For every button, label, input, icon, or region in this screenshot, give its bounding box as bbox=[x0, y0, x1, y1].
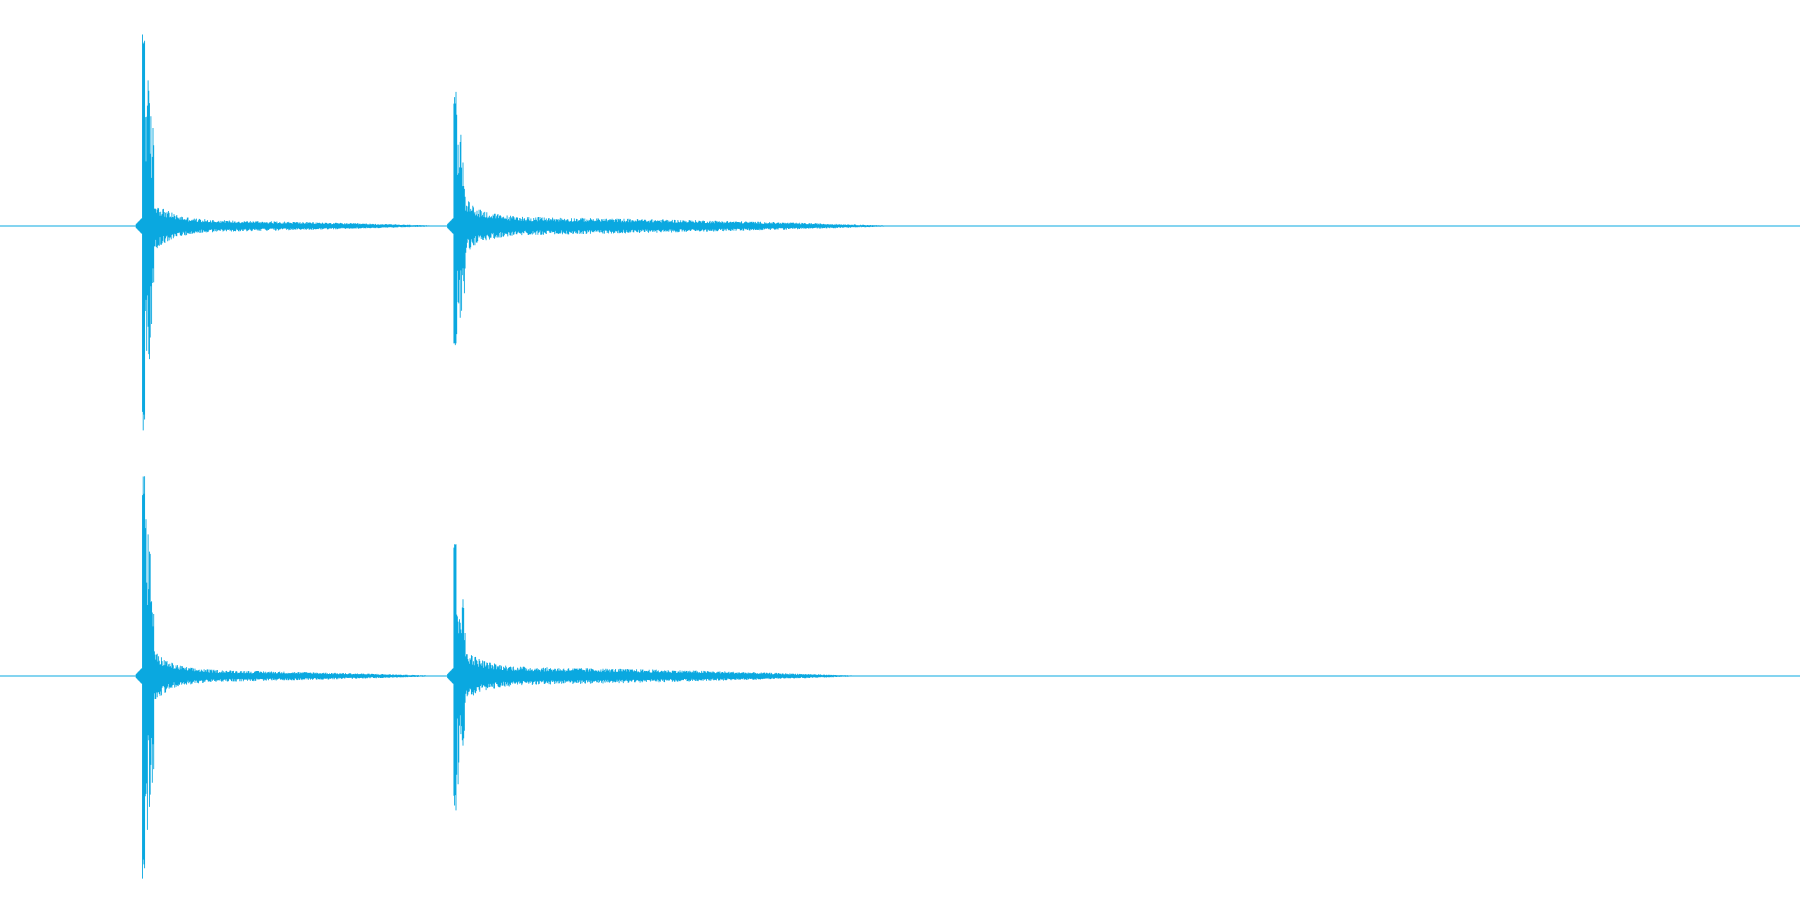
waveform-channel-1 bbox=[0, 34, 1800, 431]
waveform-signal bbox=[135, 476, 866, 879]
waveform-signal bbox=[135, 34, 903, 431]
waveform-channel-2 bbox=[0, 476, 1800, 879]
